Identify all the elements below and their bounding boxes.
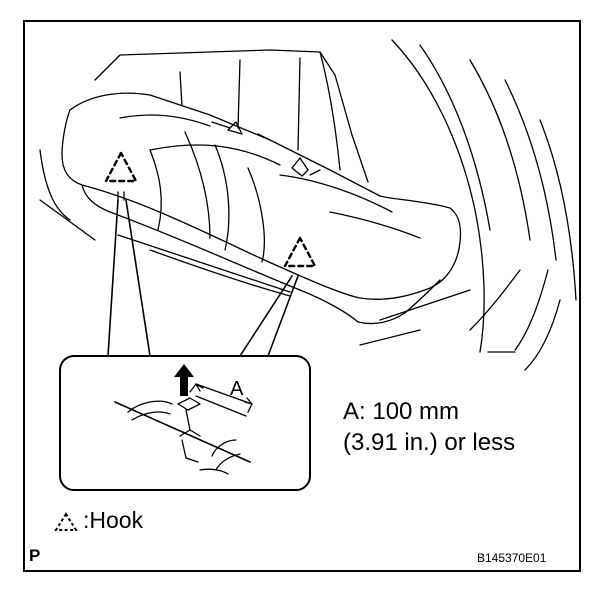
hook-detail [177, 397, 201, 411]
legend-hook-label: :Hook [83, 507, 144, 533]
figure-code: B145370E01 [477, 551, 547, 565]
corner-mark: P [29, 546, 41, 565]
detail-callout-box [59, 355, 311, 491]
spec-distance-inches: (3.91 in.) or less [343, 429, 516, 456]
spec-distance: A: 100 mm [343, 398, 460, 425]
dashed-triangle-icon [54, 512, 78, 531]
side-panel [391, 39, 485, 353]
seat-cushion [61, 109, 462, 300]
hook-triangle-left [104, 151, 138, 183]
figure-frame [23, 20, 581, 572]
hook-triangle-right [283, 236, 317, 268]
dimension-label-a: A [230, 378, 244, 400]
lift-arrow [174, 364, 194, 396]
